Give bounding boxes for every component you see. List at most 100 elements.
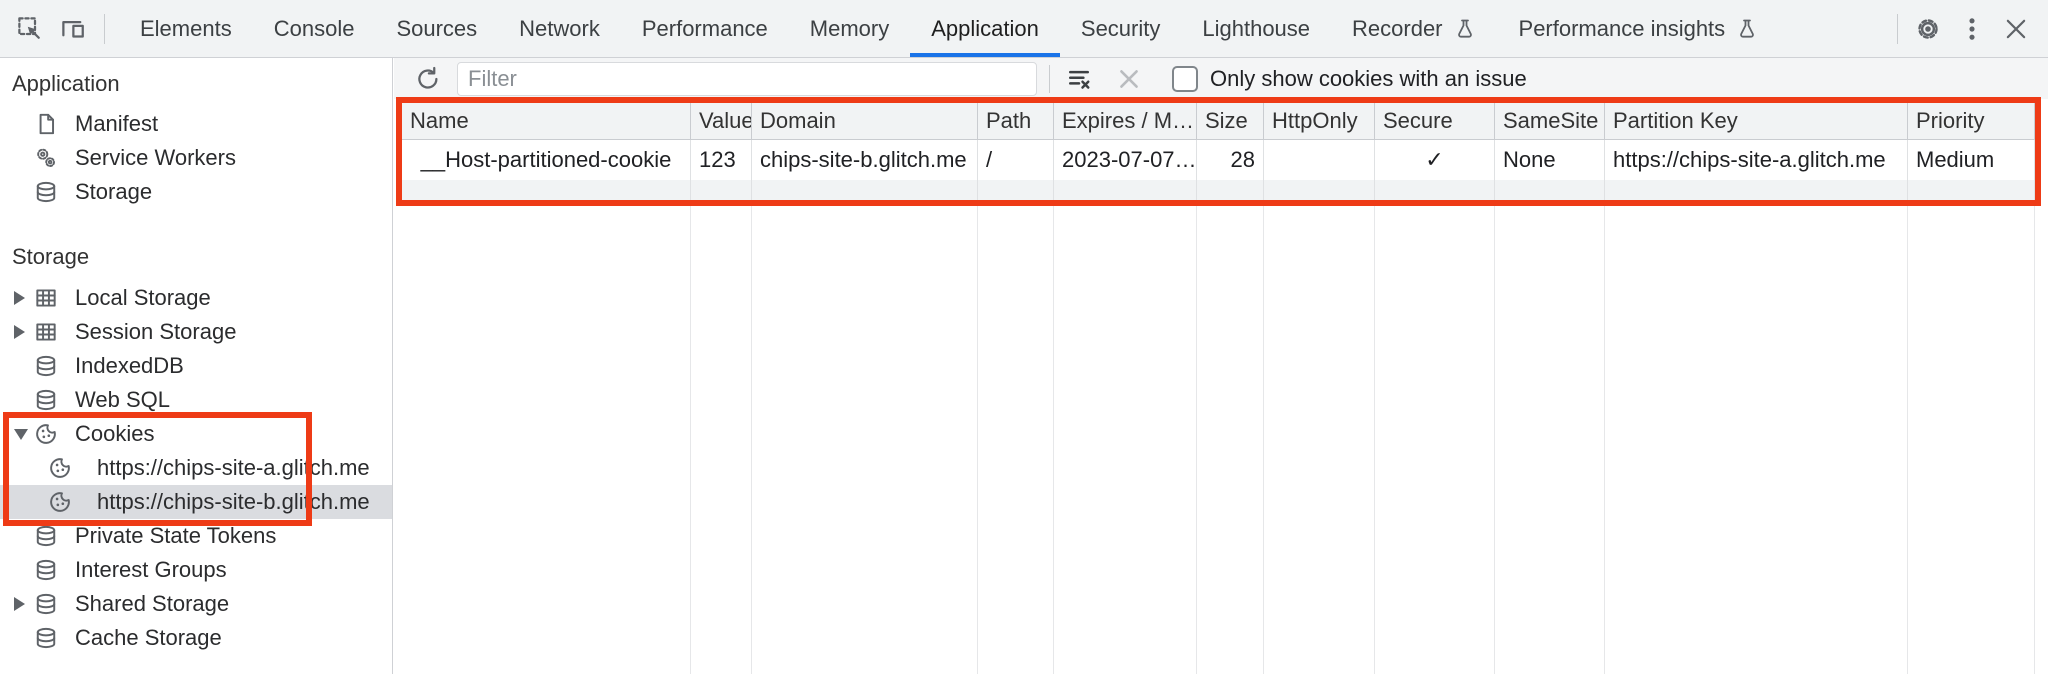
refresh-icon[interactable] bbox=[411, 62, 445, 96]
sidebar-item-label: IndexedDB bbox=[75, 353, 184, 378]
clear-filter-icon[interactable] bbox=[1062, 62, 1096, 96]
cookies-toolbar: Only show cookies with an issue bbox=[394, 58, 2048, 99]
toolbar-right-icons bbox=[1889, 7, 2048, 51]
sidebar-item-service-workers[interactable]: Service Workers bbox=[0, 141, 392, 175]
sidebar-item-label: Cookies bbox=[75, 421, 155, 446]
sidebar-item-cookies[interactable]: Cookies bbox=[0, 417, 392, 451]
device-toolbar-icon[interactable] bbox=[52, 7, 96, 51]
tab-network[interactable]: Network bbox=[498, 0, 621, 57]
only-issue-checkbox[interactable] bbox=[1172, 65, 1198, 92]
tab-recorder[interactable]: Recorder bbox=[1331, 0, 1497, 57]
sidebar-item-shared-storage[interactable]: Shared Storage bbox=[0, 587, 392, 621]
sidebar-item-label: Storage bbox=[75, 179, 153, 204]
database-icon bbox=[36, 389, 56, 411]
cell-priority[interactable]: Medium bbox=[1908, 140, 2035, 180]
clear-list-icon[interactable] bbox=[1112, 62, 1146, 96]
tab-label: Performance bbox=[641, 15, 768, 41]
gears-icon bbox=[37, 148, 55, 167]
expand-arrow-icon[interactable] bbox=[14, 597, 33, 611]
sidebar-item-label: Shared Storage bbox=[75, 591, 230, 616]
sidebar-item-cookies-chips-site-b[interactable]: https://chips-site-b.glitch.me bbox=[0, 485, 392, 519]
close-icon[interactable] bbox=[1994, 7, 2038, 51]
cell-partition-key[interactable]: https://chips-site-a.glitch.me bbox=[1605, 140, 1908, 180]
expand-arrow-icon[interactable] bbox=[14, 325, 33, 339]
tab-label: Performance insights bbox=[1518, 15, 1726, 41]
sidebar-item-label: https://chips-site-a.glitch.me bbox=[97, 455, 370, 480]
toolbar-divider bbox=[104, 13, 105, 44]
sidebar-item-interest-groups[interactable]: Interest Groups bbox=[0, 553, 392, 587]
sidebar-item-indexeddb[interactable]: IndexedDB bbox=[0, 349, 392, 383]
kebab-menu-icon[interactable] bbox=[1950, 7, 1994, 51]
cell-expires[interactable]: 2023-07-07… bbox=[1054, 140, 1197, 180]
tab-application[interactable]: Application bbox=[910, 0, 1060, 57]
sidebar-section-application: Application bbox=[12, 71, 120, 96]
tab-label: Sources bbox=[396, 15, 478, 41]
inspect-element-icon[interactable] bbox=[8, 7, 52, 51]
database-icon bbox=[36, 181, 56, 203]
experiment-flask-icon bbox=[1735, 17, 1759, 41]
empty-row-cell bbox=[1197, 180, 1264, 200]
sidebar-item-web-sql[interactable]: Web SQL bbox=[0, 383, 392, 417]
table-header-value[interactable]: Value bbox=[691, 103, 752, 140]
selected-tab-underline bbox=[910, 53, 1060, 57]
table-header-httponly[interactable]: HttpOnly bbox=[1264, 103, 1375, 140]
sidebar-item-cache-storage[interactable]: Cache Storage bbox=[0, 621, 392, 655]
cookie-icon bbox=[50, 458, 70, 478]
empty-row-cell bbox=[1908, 180, 2035, 200]
sidebar-item-label: Manifest bbox=[75, 111, 159, 136]
table-header-path[interactable]: Path bbox=[978, 103, 1054, 140]
tab-label: Lighthouse bbox=[1202, 15, 1311, 41]
table-header-secure[interactable]: Secure bbox=[1375, 103, 1495, 140]
tab-lighthouse[interactable]: Lighthouse bbox=[1181, 0, 1331, 57]
sidebar-item-storage[interactable]: Storage bbox=[0, 175, 392, 209]
filter-input[interactable] bbox=[457, 61, 1037, 96]
sidebar-section-storage: Storage bbox=[12, 244, 90, 269]
cell-size[interactable]: 28 bbox=[1197, 140, 1264, 180]
tab-elements[interactable]: Elements bbox=[119, 0, 253, 57]
table-icon bbox=[36, 323, 56, 341]
database-icon bbox=[36, 525, 56, 547]
table-header-expires[interactable]: Expires / M… bbox=[1054, 103, 1197, 140]
cell-secure-check[interactable]: ✓ bbox=[1375, 140, 1495, 180]
sidebar-item-cookies-chips-site-a[interactable]: https://chips-site-a.glitch.me bbox=[0, 451, 392, 485]
only-issue-checkbox-label[interactable]: Only show cookies with an issue bbox=[1210, 65, 1527, 91]
tab-performance-insights[interactable]: Performance insights bbox=[1498, 0, 1781, 57]
cell-name[interactable]: __Host-partitioned-cookie bbox=[402, 140, 691, 180]
cell-path[interactable]: / bbox=[978, 140, 1054, 180]
cell-httponly[interactable] bbox=[1264, 140, 1375, 180]
tab-label: Memory bbox=[809, 15, 890, 41]
sidebar-item-manifest[interactable]: Manifest bbox=[0, 107, 392, 141]
filler-cell bbox=[1197, 200, 1264, 674]
empty-row-cell bbox=[752, 180, 978, 200]
tab-label: Network bbox=[519, 15, 600, 41]
sidebar-item-session-storage[interactable]: Session Storage bbox=[0, 315, 392, 349]
tab-console[interactable]: Console bbox=[253, 0, 376, 57]
cell-samesite[interactable]: None bbox=[1495, 140, 1605, 180]
empty-row-cell bbox=[691, 180, 752, 200]
database-icon bbox=[36, 355, 56, 377]
tab-performance[interactable]: Performance bbox=[621, 0, 789, 57]
table-header-name[interactable]: Name bbox=[402, 103, 691, 140]
collapse-arrow-icon[interactable] bbox=[14, 428, 33, 440]
filler-cell bbox=[1054, 200, 1197, 674]
cell-value[interactable]: 123 bbox=[691, 140, 752, 180]
settings-gear-icon[interactable] bbox=[1906, 7, 1950, 51]
cell-domain[interactable]: chips-site-b.glitch.me bbox=[752, 140, 978, 180]
empty-row-cell bbox=[1054, 180, 1197, 200]
tab-security[interactable]: Security bbox=[1060, 0, 1181, 57]
table-header-size[interactable]: Size bbox=[1197, 103, 1264, 140]
sidebar-item-local-storage[interactable]: Local Storage bbox=[0, 281, 392, 315]
table-header-partition-key[interactable]: Partition Key bbox=[1605, 103, 1908, 140]
sidebar-item-label: Cache Storage bbox=[75, 625, 222, 650]
cookies-panel: Only show cookies with an issue Name Val… bbox=[394, 58, 2048, 674]
expand-arrow-icon[interactable] bbox=[14, 291, 33, 305]
sidebar-item-label: Web SQL bbox=[75, 387, 170, 412]
sidebar-item-private-state-tokens[interactable]: Private State Tokens bbox=[0, 519, 392, 553]
table-header-priority[interactable]: Priority bbox=[1908, 103, 2035, 140]
tab-memory[interactable]: Memory bbox=[789, 0, 910, 57]
table-header-samesite[interactable]: SameSite bbox=[1495, 103, 1605, 140]
sidebar-item-label: Service Workers bbox=[75, 145, 236, 170]
table-header-domain[interactable]: Domain bbox=[752, 103, 978, 140]
application-sidebar: Application Manifest Service Workers Sto… bbox=[0, 58, 393, 674]
tab-sources[interactable]: Sources bbox=[375, 0, 498, 57]
